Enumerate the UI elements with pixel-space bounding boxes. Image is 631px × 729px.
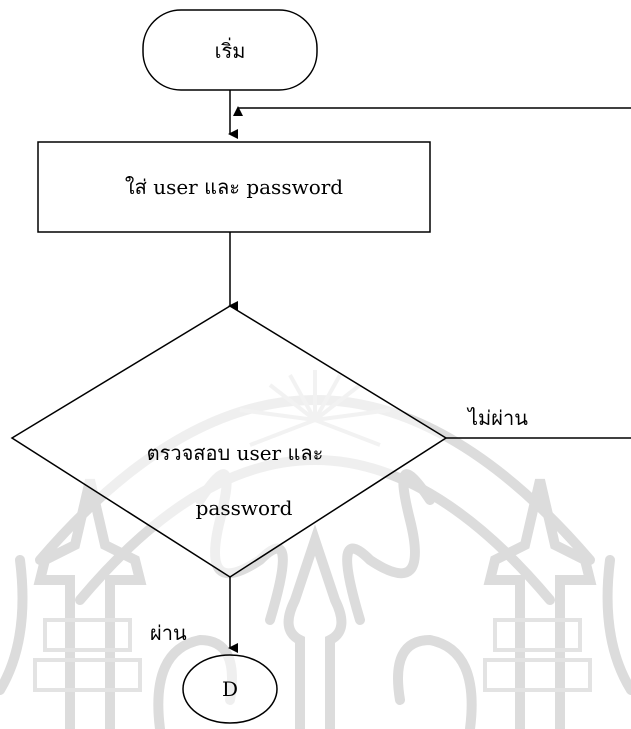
input-label: ใส่ user และ password xyxy=(125,175,343,199)
decision-label-line1: ตรวจสอบ user และ xyxy=(147,441,324,465)
pass-branch-label: ผ่าน xyxy=(150,621,187,645)
start-label: เริ่ม xyxy=(215,37,246,63)
connector-circle: D xyxy=(182,654,278,724)
decision-diamond: ตรวจสอบ user และ password xyxy=(10,305,448,578)
decision-label-line2: password xyxy=(196,496,293,520)
start-terminator: เริ่ม xyxy=(142,9,318,91)
connector-label: D xyxy=(222,677,238,701)
input-process-box: ใส่ user และ password xyxy=(37,141,431,233)
fail-branch-label: ไม่ผ่าน xyxy=(466,406,528,430)
